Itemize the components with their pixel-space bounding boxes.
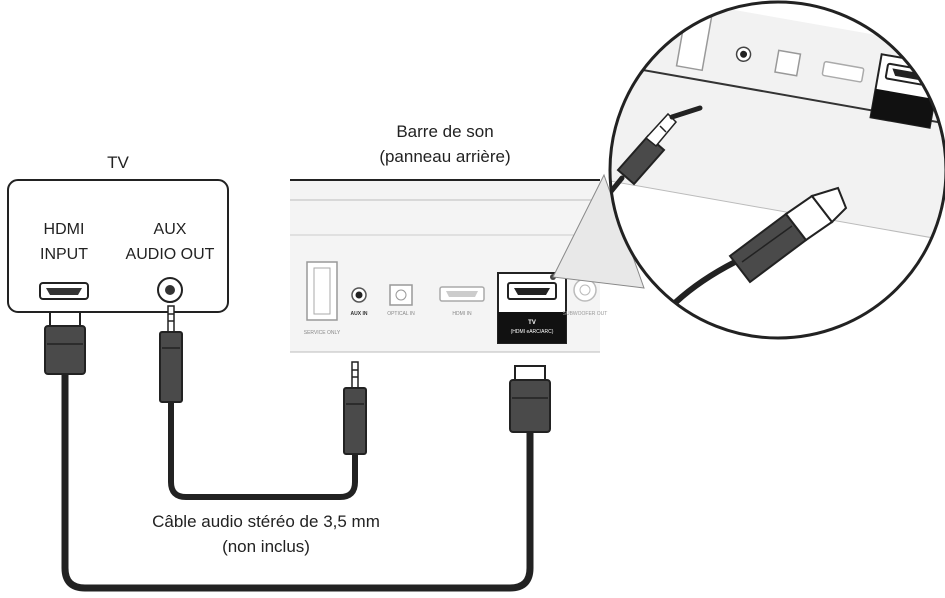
soundbar-aux-in-port (351, 287, 367, 303)
hdmi-cable (61, 368, 534, 592)
soundbar-hdmi-plug (509, 365, 551, 433)
cables (61, 368, 534, 592)
cable-caption-line1: Câble audio stéréo de 3,5 mm (152, 512, 380, 531)
tv-aux-label-line2: AUDIO OUT (126, 246, 215, 263)
soundbar-optical-in-port (389, 284, 413, 306)
tv-hdmi-label-line1: HDMI (44, 221, 85, 238)
tv-hdmi-label-line2: INPUT (40, 246, 88, 263)
tv-aux-port (157, 277, 183, 303)
soundbar-title-line1: Barre de son (396, 122, 493, 141)
soundbar-service-port (306, 261, 338, 321)
soundbar-subwoofer-port (573, 278, 597, 302)
audio-cable (168, 395, 358, 500)
soundbar-tv-earc-port (497, 272, 567, 344)
soundbar-title-line2: (panneau arrière) (379, 147, 510, 166)
port-label-hdmi-in: HDMI IN (452, 311, 472, 317)
zoom-callout (552, 0, 945, 340)
zoom-hdmi-plug (673, 186, 848, 305)
soundbar-hdmi-in-port (439, 286, 485, 302)
soundbar-rear-panel (290, 179, 600, 353)
soundbar-audio-plug (343, 361, 367, 455)
tv-audio-plug (159, 305, 183, 403)
zoom-callout-circle (608, 0, 945, 340)
tv-title: TV (107, 153, 129, 172)
tv-hdmi-port (39, 282, 89, 300)
tv-aux-label-line1: AUX (154, 221, 187, 238)
port-label-tv-line1: TV (528, 320, 536, 326)
cable-caption-line2: (non inclus) (222, 537, 310, 556)
port-label-tv-line2: (HDMI eARC/ARC) (511, 329, 554, 335)
port-label-aux-in: AUX IN (351, 311, 368, 317)
tv-hdmi-plug (44, 311, 86, 375)
port-label-optical-in: OPTICAL IN (387, 311, 415, 317)
port-label-subwoofer: SUBWOOFER OUT (563, 311, 608, 317)
port-label-service: SERVICE ONLY (304, 330, 341, 336)
labels: TV HDMI INPUT AUX AUDIO OUT Barre de son… (40, 122, 607, 556)
tv-panel (7, 179, 229, 313)
